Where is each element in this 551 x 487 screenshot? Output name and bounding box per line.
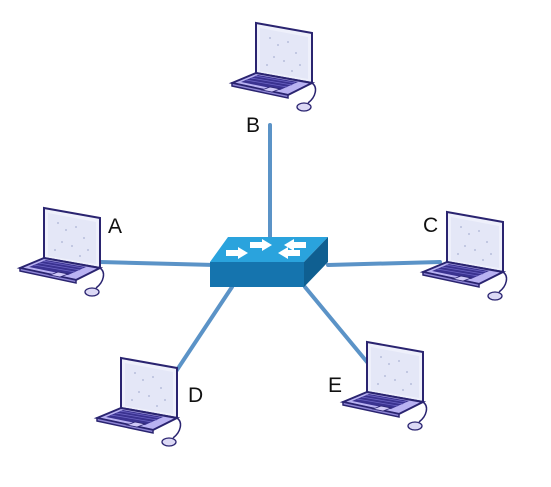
laptop-icon-a bbox=[19, 207, 105, 297]
laptop-icon-b bbox=[231, 22, 317, 112]
link-hub-c bbox=[326, 260, 442, 267]
laptop-icon-d bbox=[96, 357, 182, 447]
node-label-a: A bbox=[108, 215, 122, 238]
node-label-d: D bbox=[188, 384, 203, 407]
node-label-b: B bbox=[246, 114, 260, 137]
network-switch-icon bbox=[210, 237, 328, 287]
link-hub-a bbox=[98, 260, 217, 267]
node-label-c: C bbox=[423, 214, 438, 237]
link-hub-e bbox=[303, 285, 374, 370]
node-label-e: E bbox=[328, 374, 342, 397]
laptop-icon-e bbox=[342, 341, 428, 431]
